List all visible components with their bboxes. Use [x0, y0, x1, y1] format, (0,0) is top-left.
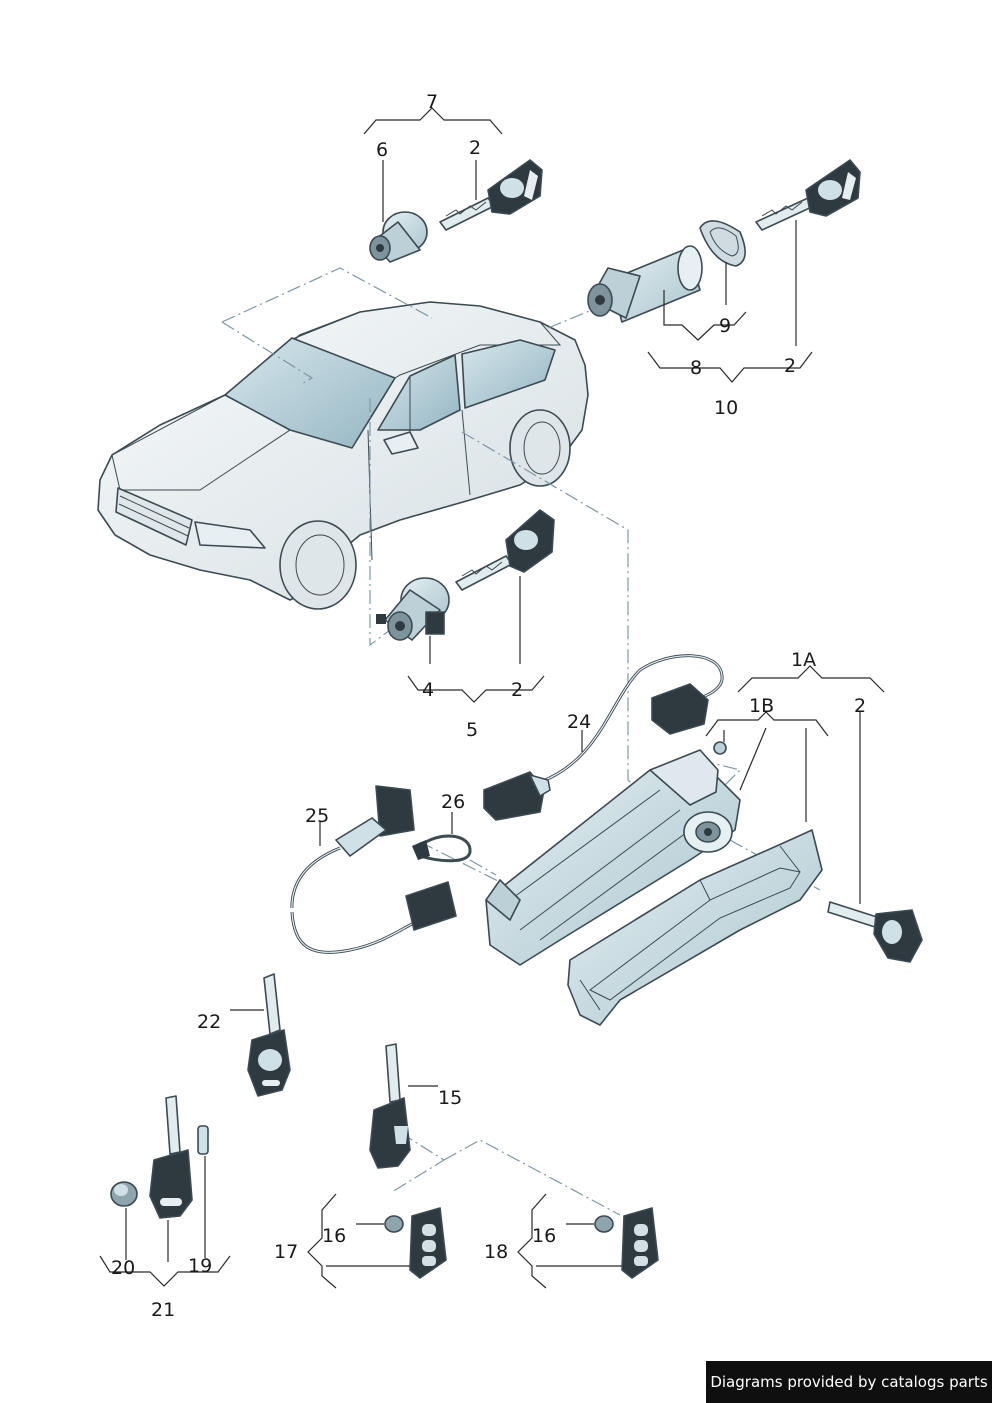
cable-tie-part-26 — [412, 834, 472, 863]
callout-1b: 1B — [749, 695, 774, 717]
car-mirror — [383, 431, 419, 455]
key-part-2-bottom-right — [827, 901, 923, 963]
callout-17: 17 — [274, 1241, 298, 1263]
callout-5: 5 — [466, 719, 478, 741]
callout-2-right: 2 — [784, 355, 796, 377]
gasket-part-9 — [699, 220, 746, 267]
callout-20: 20 — [111, 1257, 135, 1279]
transponder-part-19 — [197, 1125, 209, 1155]
key-part-22 — [247, 973, 291, 1097]
callout-16-right: 16 — [532, 1225, 556, 1247]
callout-1a: 1A — [791, 649, 816, 671]
callout-10: 10 — [714, 397, 738, 419]
callout-6: 6 — [376, 139, 388, 161]
lock-cylinder-part-6 — [369, 211, 428, 263]
callout-16-left: 16 — [322, 1225, 346, 1247]
key-part-2-right — [755, 159, 861, 231]
callout-4: 4 — [422, 679, 434, 701]
door-handle-bracket — [485, 741, 741, 966]
callout-2-middle: 2 — [511, 679, 523, 701]
footer-banner: Diagrams provided by catalogs parts — [706, 1361, 992, 1403]
car-rear-window — [461, 339, 556, 409]
lock-cylinder-part-8 — [587, 245, 703, 323]
battery-part-16-right — [594, 1215, 614, 1233]
car-rear-wheel — [509, 409, 571, 487]
callout-15: 15 — [438, 1087, 462, 1109]
car-grille — [115, 487, 193, 546]
callout-18: 18 — [484, 1241, 508, 1263]
ignition-lock-part-4 — [376, 577, 450, 641]
cap-part-20 — [110, 1181, 138, 1207]
callout-2-top: 2 — [469, 137, 481, 159]
callout-21: 21 — [151, 1299, 175, 1321]
battery-part-16-left — [384, 1215, 404, 1233]
car-illustration — [97, 301, 589, 610]
callout-22: 22 — [197, 1011, 221, 1033]
door-handle-grip — [567, 829, 823, 1026]
key-part-2-top — [439, 159, 543, 231]
leader-lines — [99, 107, 885, 1289]
callout-26: 26 — [441, 791, 465, 813]
callout-7: 7 — [426, 91, 438, 113]
callout-19: 19 — [188, 1255, 212, 1277]
car-front-wheel — [279, 520, 357, 610]
wiring-harness-part-25 — [290, 785, 457, 954]
car-front-window — [377, 354, 461, 431]
callout-labels: 7 6 2 9 8 2 10 4 2 5 1A 1B 2 24 25 26 22… — [111, 91, 866, 1321]
callout-25: 25 — [305, 805, 329, 827]
remote-housing-part-17 — [409, 1207, 447, 1279]
callout-24: 24 — [567, 711, 591, 733]
key-part-15 — [369, 1043, 411, 1169]
callout-9: 9 — [719, 315, 731, 337]
footer-text: Diagrams provided by catalogs parts — [710, 1373, 988, 1391]
remote-housing-part-18 — [621, 1207, 659, 1279]
callout-2-handle: 2 — [854, 695, 866, 717]
car-headlight — [194, 521, 266, 549]
wiring-harness-part-24 — [483, 654, 724, 821]
key-part-2-middle — [455, 509, 555, 591]
key-part-21 — [149, 1095, 193, 1219]
callout-8: 8 — [690, 357, 702, 379]
